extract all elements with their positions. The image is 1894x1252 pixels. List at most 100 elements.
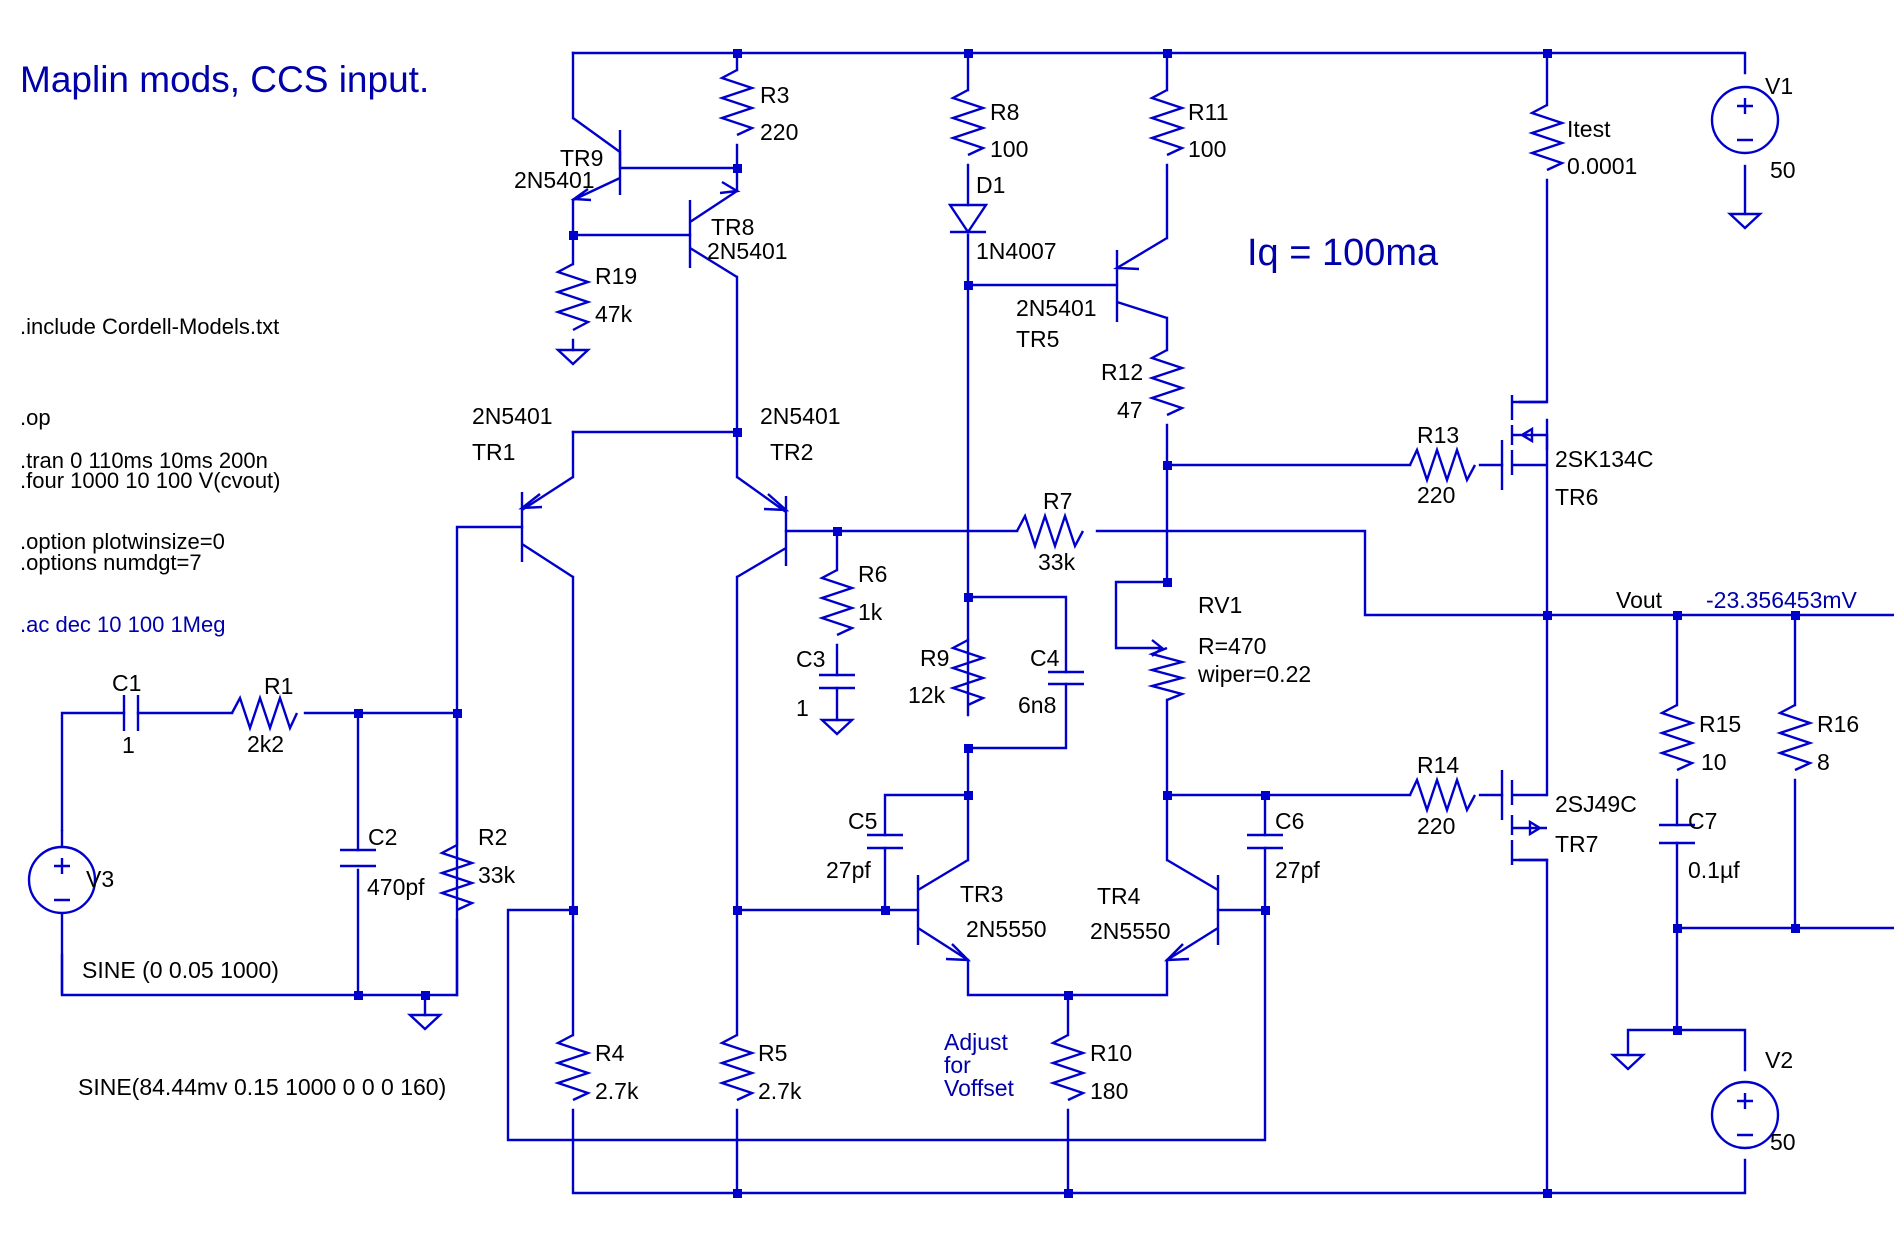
ground-icon (818, 718, 856, 736)
r11-value: 100 (1188, 136, 1226, 162)
vout-reading: -23.356453mV (1706, 587, 1858, 613)
r5-name: R5 (758, 1040, 787, 1066)
labels: Maplin mods, CCS input. Iq = 100ma .incl… (20, 59, 1859, 1155)
r6-symbol (818, 568, 856, 637)
r12-name: R12 (1101, 359, 1143, 385)
c1-value: 1 (122, 732, 135, 758)
r2-name: R2 (478, 824, 507, 850)
c7-symbol (1659, 823, 1695, 845)
r14-symbol (1408, 776, 1477, 814)
v1-value: 50 (1770, 157, 1796, 183)
tr4-name: TR4 (1097, 883, 1141, 909)
offset-note-line3: Voffset (944, 1075, 1015, 1101)
r19-value: 47k (595, 301, 633, 327)
r9-value: 12k (908, 682, 946, 708)
rv1-wiper-value: wiper=0.22 (1197, 661, 1311, 687)
c4-name: C4 (1030, 645, 1060, 671)
rv1-symbol (1147, 646, 1187, 702)
tr9-name: TR9 (560, 145, 603, 171)
r16-name: R16 (1817, 711, 1859, 737)
r9-symbol (949, 638, 987, 707)
r6-name: R6 (858, 561, 887, 587)
c1-name: C1 (112, 670, 141, 696)
ground-icon (406, 1013, 444, 1031)
tr9-symbol (570, 117, 622, 202)
r8-symbol (949, 88, 987, 157)
capacitor-symbols (122, 670, 1695, 868)
d1-name: D1 (976, 172, 1005, 198)
c1-symbol (122, 695, 140, 731)
c5-value: 27pf (826, 857, 871, 883)
r14-value: 220 (1417, 813, 1455, 839)
r19-name: R19 (595, 263, 637, 289)
r6-value: 1k (858, 599, 883, 625)
c6-value: 27pf (1275, 857, 1320, 883)
r12-symbol (1148, 348, 1186, 417)
tr2-symbol (736, 476, 790, 579)
tr8-symbol (688, 180, 741, 279)
c7-name: C7 (1688, 808, 1717, 834)
v1-name: V1 (1765, 73, 1793, 99)
r19-symbol (554, 262, 592, 332)
c2-value: 470pf (367, 874, 425, 900)
v1-symbol (1710, 85, 1780, 155)
r4-value: 2.7k (595, 1078, 639, 1104)
offset-note-line2: for (944, 1052, 971, 1078)
r3-value: 220 (760, 119, 798, 145)
resistor-symbols (230, 68, 1814, 1102)
tr4-part: 2N5550 (1090, 918, 1171, 944)
schematic-title: Maplin mods, CCS input. (20, 59, 429, 100)
r13-value: 220 (1417, 482, 1455, 508)
itest-value: 0.0001 (1567, 153, 1637, 179)
r4-symbol (554, 1033, 592, 1102)
r16-value: 8 (1817, 749, 1830, 775)
directive-include: .include Cordell-Models.txt (20, 314, 279, 339)
r12-value: 47 (1117, 397, 1143, 423)
tr3-part: 2N5550 (966, 916, 1047, 942)
r7-name: R7 (1043, 488, 1072, 514)
r8-name: R8 (990, 99, 1019, 125)
r8-value: 100 (990, 136, 1028, 162)
r1-symbol (230, 694, 299, 732)
tr1-part: 2N5401 (472, 403, 553, 429)
r13-name: R13 (1417, 422, 1459, 448)
r3-name: R3 (760, 82, 789, 108)
itest-name: Itest (1567, 116, 1611, 142)
r7-value: 33k (1038, 549, 1076, 575)
tr8-part: 2N5401 (707, 238, 788, 264)
rv1-name: RV1 (1198, 592, 1242, 618)
tr2-part: 2N5401 (760, 403, 841, 429)
voltage-sources (27, 85, 1780, 1150)
r2-value: 33k (478, 862, 516, 888)
r15-name: R15 (1699, 711, 1741, 737)
tr6-name: TR6 (1555, 484, 1598, 510)
tr8-name: TR8 (711, 214, 754, 240)
r1-value: 2k2 (247, 731, 284, 757)
v2-symbol (1710, 1080, 1780, 1150)
offset-note-line1: Adjust (944, 1029, 1009, 1055)
vout-label: Vout (1616, 587, 1663, 613)
r15-value: 10 (1701, 749, 1727, 775)
c5-symbol (867, 833, 903, 850)
ground-icon (554, 348, 592, 366)
c4-value: 6n8 (1018, 692, 1056, 718)
directive-plotwinsize: .option plotwinsize=0 (20, 529, 225, 554)
v3-value: SINE (0 0.05 1000) (82, 957, 279, 983)
tr5-part: 2N5401 (1016, 295, 1097, 321)
r5-symbol (718, 1033, 756, 1102)
tr1-name: TR1 (472, 439, 515, 465)
tr6-part: 2SK134C (1555, 446, 1653, 472)
d1-part: 1N4007 (976, 238, 1057, 264)
r7-symbol (1015, 512, 1085, 550)
ground-symbols (406, 212, 1764, 1071)
r9-name: R9 (920, 645, 949, 671)
tr5-symbol (1112, 236, 1168, 322)
r11-symbol (1148, 88, 1186, 157)
r14-name: R14 (1417, 752, 1459, 778)
sine-source-spec: SINE(84.44mv 0.15 1000 0 0 0 160) (78, 1074, 446, 1100)
c5-name: C5 (848, 808, 877, 834)
tr1-symbol (518, 475, 574, 579)
rv1-value: R=470 (1198, 633, 1266, 659)
r5-value: 2.7k (758, 1078, 802, 1104)
wires (60, 51, 1894, 1195)
